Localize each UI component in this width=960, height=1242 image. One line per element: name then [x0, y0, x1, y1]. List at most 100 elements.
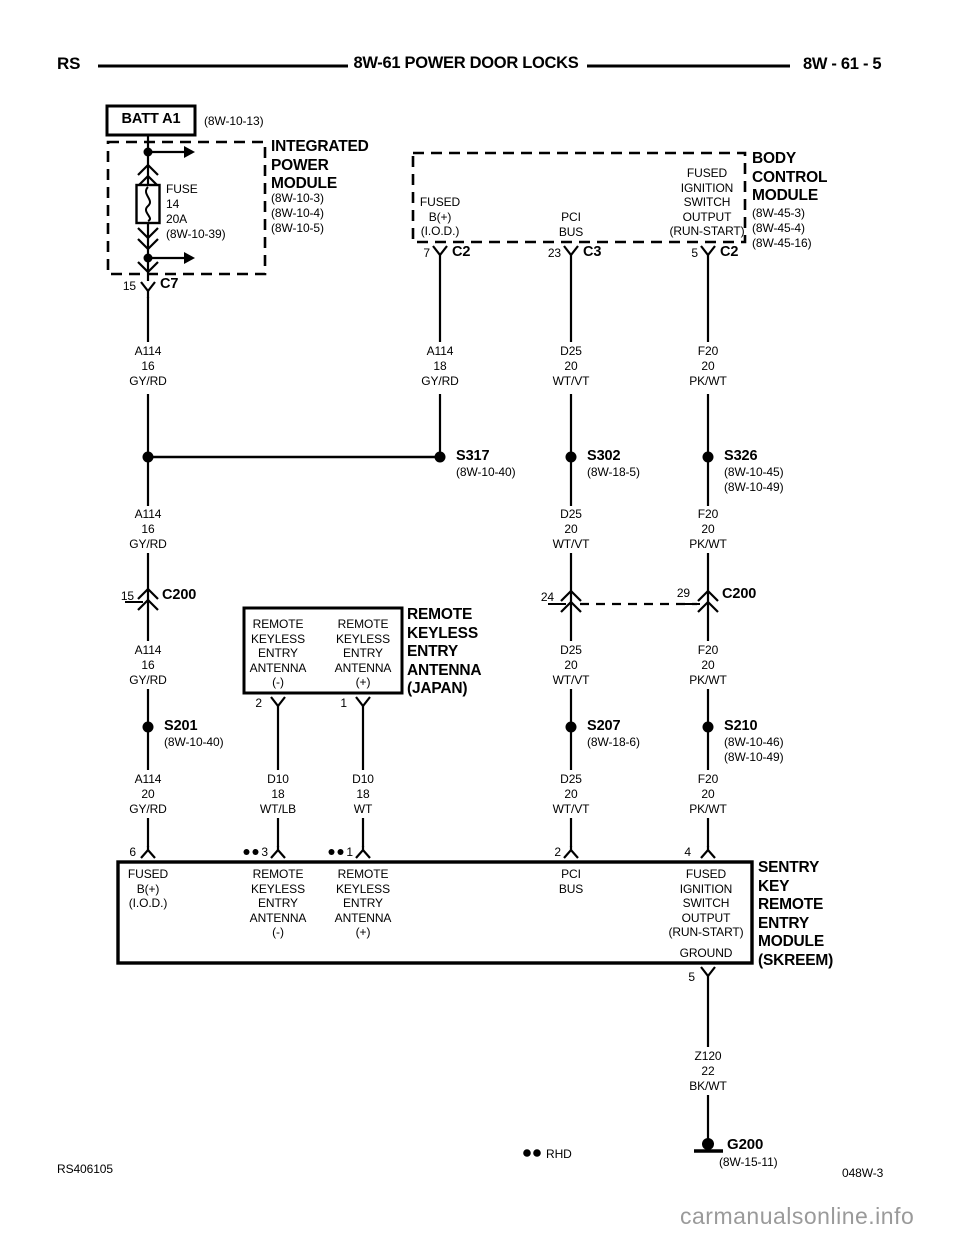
footer-sheet-number: 048W-3 [842, 1166, 884, 1180]
splice-s207-refs: (8W-18-6) [587, 735, 640, 749]
battery-box [105, 104, 197, 137]
bcm-box [411, 151, 747, 244]
rhd-marker-icon [337, 849, 344, 855]
connector-fork-icon [699, 844, 717, 860]
bcm-refs: (8W-45-3) (8W-45-4) (8W-45-16) [752, 206, 812, 250]
wire-label: F20 20 PK/WT [689, 643, 727, 687]
connector-fork-icon [269, 844, 287, 860]
ground-symbol [694, 1138, 723, 1153]
antenna-name: REMOTE KEYLESS ENTRY ANTENNA (JAPAN) [407, 606, 482, 697]
fuse-ref: (8W-10-39) [166, 227, 226, 241]
skreem-pin-ign-label: FUSED IGNITION SWITCH OUTPUT (RUN-START) [668, 867, 744, 939]
connector-fork-icon [431, 244, 449, 264]
splice-s317-refs: (8W-10-40) [456, 465, 516, 479]
skreem-name: SENTRY KEY REMOTE ENTRY MODULE (SKREEM) [758, 859, 834, 969]
c7-connector-name: C7 [160, 276, 179, 292]
bcm-pin-pci-label: PCI BUS [558, 210, 584, 239]
battery-name: BATT A1 [121, 111, 181, 127]
bcm-pin-pci-number: 23 [547, 246, 561, 260]
rhd-marker-icon [252, 849, 259, 855]
wire-label: D25 20 WT/VT [552, 344, 590, 388]
c7-pin-number: 15 [122, 279, 136, 293]
splice-dot-icon [565, 451, 577, 463]
ground-ref: (8W-15-11) [719, 1155, 778, 1169]
wire-label: A114 16 GY/RD [129, 643, 167, 687]
bcm-name: BODY CONTROL MODULE [752, 150, 828, 204]
bcm-pin-ign-label: FUSED IGNITION SWITCH OUTPUT (RUN-START) [669, 166, 745, 238]
c200-ign-pin-number: 29 [676, 586, 690, 600]
c200-ipm-name: C200 [162, 587, 197, 603]
splice-dots [142, 451, 714, 733]
connector-fork-icon [269, 695, 287, 715]
antenna-pin-pos-number: 1 [340, 696, 347, 710]
splice-dot-icon [434, 451, 446, 463]
connector-fork-icon [139, 280, 157, 300]
splice-s326-refs: (8W-10-45) (8W-10-49) [724, 465, 784, 494]
wire-label: D10 18 WT/LB [259, 772, 297, 816]
inline-connector-c200-pair [548, 589, 720, 614]
skreem-pin-ant-pos-label: REMOTE KEYLESS ENTRY ANTENNA (+) [334, 867, 392, 939]
wire-label: F20 20 PK/WT [689, 772, 727, 816]
connector-fork-icon [139, 844, 157, 860]
wire-label: D10 18 WT [352, 772, 374, 816]
feed-tap-arrow-icon [143, 252, 195, 264]
header-model-code: RS [57, 54, 81, 73]
splice-dot-icon [142, 451, 154, 463]
bcm-connector-c3: C3 [583, 244, 602, 260]
splice-s210-name: S210 [724, 718, 758, 734]
splice-s207-name: S207 [587, 718, 621, 734]
skreem-pin-ign-number: 4 [684, 845, 691, 859]
wire-label: F20 20 PK/WT [689, 344, 727, 388]
c200-ign-name: C200 [722, 586, 757, 602]
skreem-pin-ant-pos-number: 1 [346, 845, 353, 859]
skreem-pin-iod-number: 6 [129, 845, 136, 859]
rhd-pin-markers [243, 849, 344, 855]
connector-fork-icon [699, 965, 717, 985]
skreem-pin-iod-label: FUSED B(+) (I.O.D.) [127, 867, 169, 910]
wire-label: D25 20 WT/VT [552, 643, 590, 687]
antenna-pin-pos-label: REMOTE KEYLESS ENTRY ANTENNA (+) [334, 617, 392, 689]
splice-dot-icon [565, 721, 577, 733]
splice-s302-name: S302 [587, 448, 621, 464]
fuse-label: FUSE 14 20A [166, 182, 198, 226]
battery-ref: (8W-10-13) [204, 114, 264, 128]
skreem-pin-ant-neg-number: 3 [261, 845, 268, 859]
ipm-name: INTEGRATED POWER MODULE [271, 138, 369, 192]
rhd-marker-icon [243, 849, 250, 855]
splice-s317-name: S317 [456, 448, 490, 464]
skreem-pin-pci-label: PCI BUS [558, 867, 584, 896]
fuse-icon [135, 183, 161, 225]
rhd-footnote-label: RHD [546, 1147, 572, 1161]
wire-label: A114 18 GY/RD [421, 344, 459, 388]
bcm-pin-ign-number: 5 [691, 246, 698, 260]
wire-label: Z120 22 BK/WT [689, 1049, 727, 1093]
antenna-box [242, 606, 404, 695]
ipm-box [106, 140, 267, 276]
wire-label: F20 20 PK/WT [689, 507, 727, 551]
skreem-pin-ground-number: 5 [688, 970, 695, 984]
bcm-connector-c2b: C2 [720, 244, 739, 260]
wire-label: A114 16 GY/RD [129, 344, 167, 388]
rhd-marker-icon [533, 1149, 541, 1157]
wire-label: D25 20 WT/VT [552, 507, 590, 551]
ipm-refs: (8W-10-3) (8W-10-4) (8W-10-5) [271, 191, 324, 235]
wire-label: A114 20 GY/RD [129, 772, 167, 816]
c200-ipm-pin-number: 15 [120, 589, 134, 603]
watermark: carmanualsonline.info [680, 1203, 915, 1229]
ipm-circuit [135, 135, 195, 300]
skreem-pin-ground-label: GROUND [679, 946, 733, 960]
bcm-pin-iod-number: 7 [423, 246, 430, 260]
splice-s201-refs: (8W-10-40) [164, 735, 224, 749]
splice-dot-icon [142, 721, 154, 733]
connector-fork-icon [562, 244, 580, 264]
splice-s201-name: S201 [164, 718, 198, 734]
ground-name: G200 [727, 1136, 764, 1153]
bcm-pin-iod-label: FUSED B(+) (I.O.D.) [419, 195, 461, 238]
feed-tap-arrow-icon [143, 146, 195, 158]
footer-doc-number: RS406105 [57, 1162, 113, 1176]
antenna-pin-neg-number: 2 [255, 696, 262, 710]
connector-fork-icon [562, 844, 580, 860]
wire-label: A114 16 GY/RD [129, 507, 167, 551]
